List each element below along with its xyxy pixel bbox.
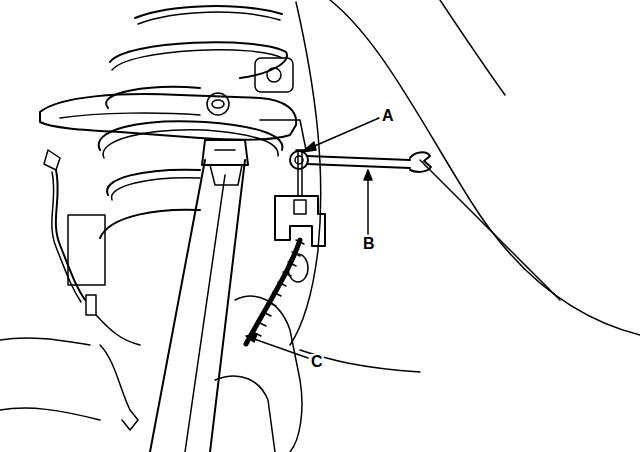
callout-letter: C xyxy=(310,354,324,370)
callout-letter: B xyxy=(362,236,376,252)
callout-letter: A xyxy=(381,108,395,124)
